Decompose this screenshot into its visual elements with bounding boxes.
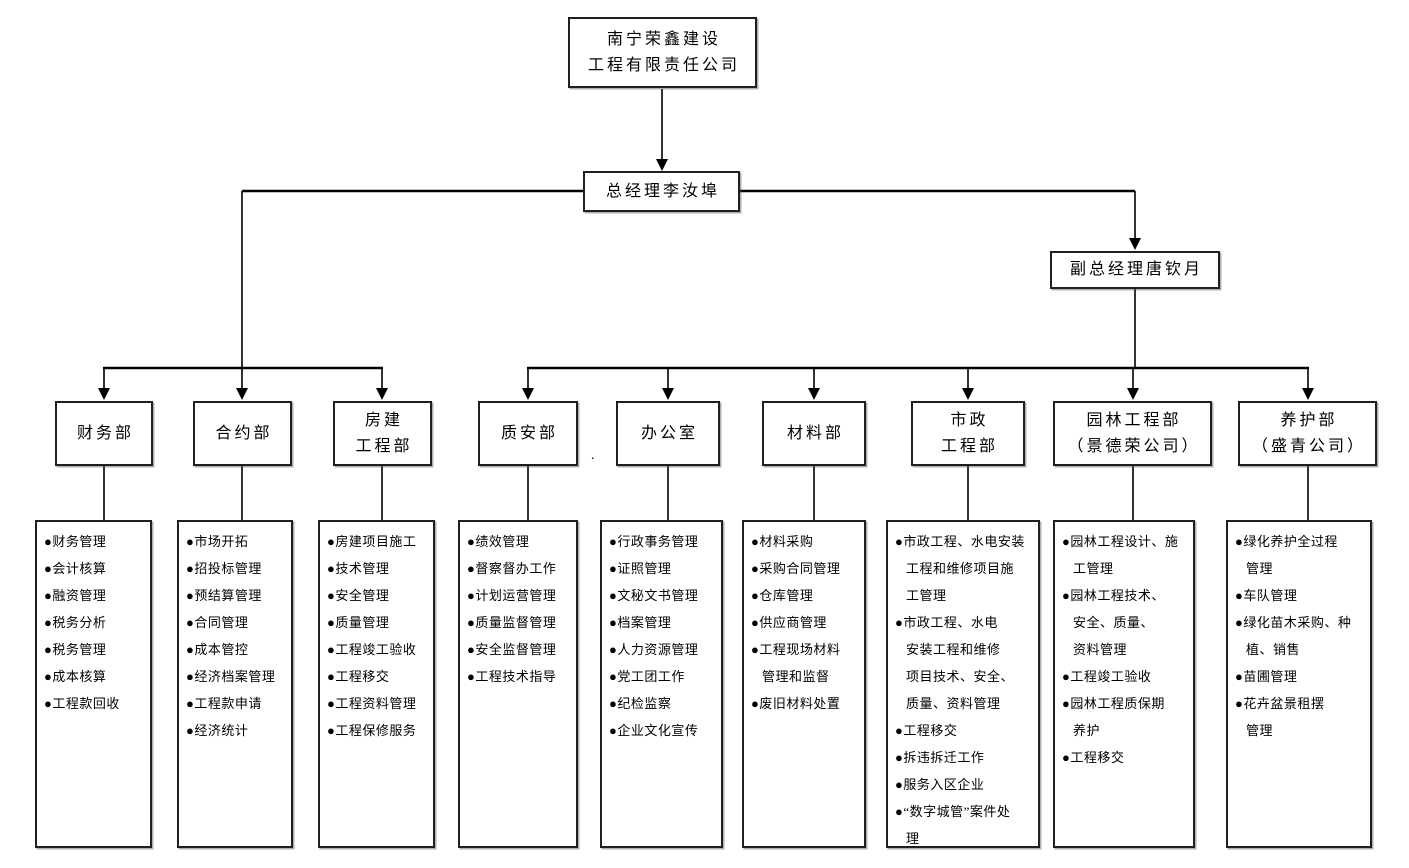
duty-item: ●会计核算 [44,561,107,576]
duty-item: ●工程款申请 [186,696,262,711]
duty-item: ●服务入区企业 [895,777,985,792]
duty-item: ●财务管理 [44,534,107,549]
dept-duties-contracts: ●市场开拓 ●招投标管理 ●预结算管理 ●合同管理 ●成本管控 ●经济档案管理 ●工程款申请… [177,520,293,848]
dept-duties-office: ●行政事务管理 ●证照管理 ●文秘文书管理 ●档案管理 ●人力资源管理 ●党工团工作 ●纪检… [600,520,723,848]
duty-item: ●工程竣工验收 [1062,669,1152,684]
company-box: 南宁荣鑫建设 工程有限责任公司 [568,17,757,88]
duty-item: ●工程移交 [327,669,390,684]
duty-item: ●绿化苗木采购、种 植、销售 [1235,615,1352,657]
general-manager-name: 总经理李汝埠 [605,182,720,200]
duty-item: ●工程移交 [895,723,958,738]
duty-item: ●企业文化宣传 [609,723,699,738]
duty-item: ●工程资料管理 [327,696,417,711]
dept-box-municipal-engineering: 市政 工程部 [911,401,1025,466]
duty-item: ●材料采购 [751,534,814,549]
duty-item: ●成本管控 [186,642,249,657]
duty-item: ●人力资源管理 [609,642,699,657]
duty-item: ●工程技术指导 [467,669,557,684]
dept-duties-landscape-engineering: ●园林工程设计、施 工管理 ●园林工程技术、 安全、质量、 资料管理 ●工程竣工验收… [1053,520,1195,848]
dept-duties-quality-safety: ●绩效管理 ●督察督办工作 ●计划运营管理 ●质量监督管理 ●安全监督管理 ●工程技术指导 [458,520,578,848]
duty-item: ●工程款回收 [44,696,120,711]
dept-box-finance: 财务部 [55,401,153,466]
duty-item: ●工程竣工验收 [327,642,417,657]
duty-item: ●合同管理 [186,615,249,630]
deputy-general-manager-name: 副总经理唐钦月 [1069,261,1203,278]
dept-duties-housing-construction: ●房建项目施工 ●技术管理 ●安全管理 ●质量管理 ●工程竣工验收 ●工程移交 ●工程资料管… [318,520,435,848]
dept-name: 养护部 （盛青公司） [1251,411,1366,455]
duty-item: ●安全监督管理 [467,642,557,657]
duty-item: ●工程保修服务 [327,723,417,738]
duty-item: ●园林工程设计、施 工管理 [1062,534,1179,576]
duty-item: ●废旧材料处置 [751,696,841,711]
duty-item: ●园林工程质保期 养护 [1062,696,1165,738]
duty-item: ●拆违拆迁工作 [895,750,985,765]
duty-item: ●园林工程技术、 安全、质量、 资料管理 [1062,588,1165,657]
duty-item: ●纪检监察 [609,696,672,711]
duty-item: ●质量管理 [327,615,390,630]
company-name: 南宁荣鑫建设 工程有限责任公司 [587,30,740,74]
duty-item: ●成本核算 [44,669,107,684]
duty-item: ●房建项目施工 [327,534,417,549]
duty-item: ●市政工程、水电 安装工程和维修 项目技术、安全、 质量、资料管理 [895,615,1015,711]
dept-duties-materials: ●材料采购 ●采购合同管理 ●仓库管理 ●供应商管理 ●工程现场材料 管理和监督 ●废旧材… [742,520,866,848]
duty-item: ●融资管理 [44,588,107,603]
duty-item: ●仓库管理 [751,588,814,603]
dept-name: 房建 工程部 [355,411,413,455]
duty-item: ●安全管理 [327,588,390,603]
duty-item: ●档案管理 [609,615,672,630]
dept-duties-finance: ●财务管理 ●会计核算 ●融资管理 ●税务分析 ●税务管理 ●成本核算 ●工程款回收 [35,520,152,848]
dept-name: 市政 工程部 [940,411,998,455]
dept-name: 园林工程部 （景德荣公司） [1067,411,1201,455]
dept-duties-municipal-engineering: ●市政工程、水电安装 工程和维修项目施 工管理 ●市政工程、水电 安装工程和维修 … [886,520,1040,848]
stray-period-mark: . [591,448,595,463]
duty-item: ●质量监督管理 [467,615,557,630]
dept-box-maintenance: 养护部 （盛青公司） [1238,401,1377,466]
duty-item: ●技术管理 [327,561,390,576]
duty-item: ●市场开拓 [186,534,249,549]
duty-item: ●工程现场材料 管理和监督 [751,642,841,684]
duty-item: ●文秘文书管理 [609,588,699,603]
deputy-general-manager-box: 副总经理唐钦月 [1050,251,1220,289]
duty-item: ●采购合同管理 [751,561,841,576]
dept-name: 质安部 [500,424,558,442]
dept-box-housing-construction: 房建 工程部 [333,401,432,466]
duty-item: ●绿化养护全过程 管理 [1235,534,1338,576]
dept-box-quality-safety: 质安部 [478,401,578,466]
duty-item: ●市政工程、水电安装 工程和维修项目施 工管理 [895,534,1025,603]
duty-item: ●绩效管理 [467,534,530,549]
dept-name: 合约部 [215,424,273,442]
duty-item: ●行政事务管理 [609,534,699,549]
duty-item: ●预结算管理 [186,588,262,603]
duty-item: ●供应商管理 [751,615,827,630]
dept-box-materials: 材料部 [762,401,866,466]
dept-duties-maintenance: ●绿化养护全过程 管理 ●车队管理 ●绿化苗木采购、种 植、销售 ●苗圃管理 ●花卉盆景… [1226,520,1372,848]
dept-box-office: 办公室 [616,401,720,466]
dept-name: 材料部 [786,424,844,442]
duty-item: ●招投标管理 [186,561,262,576]
duty-item: ●经济档案管理 [186,669,276,684]
duty-item: ●经济统计 [186,723,249,738]
duty-item: ●证照管理 [609,561,672,576]
dept-box-contracts: 合约部 [193,401,292,466]
duty-item: ●税务分析 [44,615,107,630]
duty-item: ●“数字城管”案件处 理 [895,804,1011,846]
dept-name: 财务部 [76,424,134,442]
general-manager-box: 总经理李汝埠 [583,171,740,212]
duty-item: ●工程移交 [1062,750,1125,765]
duty-item: ●苗圃管理 [1235,669,1298,684]
duty-item: ●督察督办工作 [467,561,557,576]
duty-item: ●车队管理 [1235,588,1298,603]
duty-item: ●花卉盆景租摆 管理 [1235,696,1325,738]
duty-item: ●税务管理 [44,642,107,657]
duty-item: ●党工团工作 [609,669,685,684]
dept-box-landscape-engineering: 园林工程部 （景德荣公司） [1053,401,1212,466]
dept-name: 办公室 [640,424,698,442]
duty-item: ●计划运营管理 [467,588,557,603]
